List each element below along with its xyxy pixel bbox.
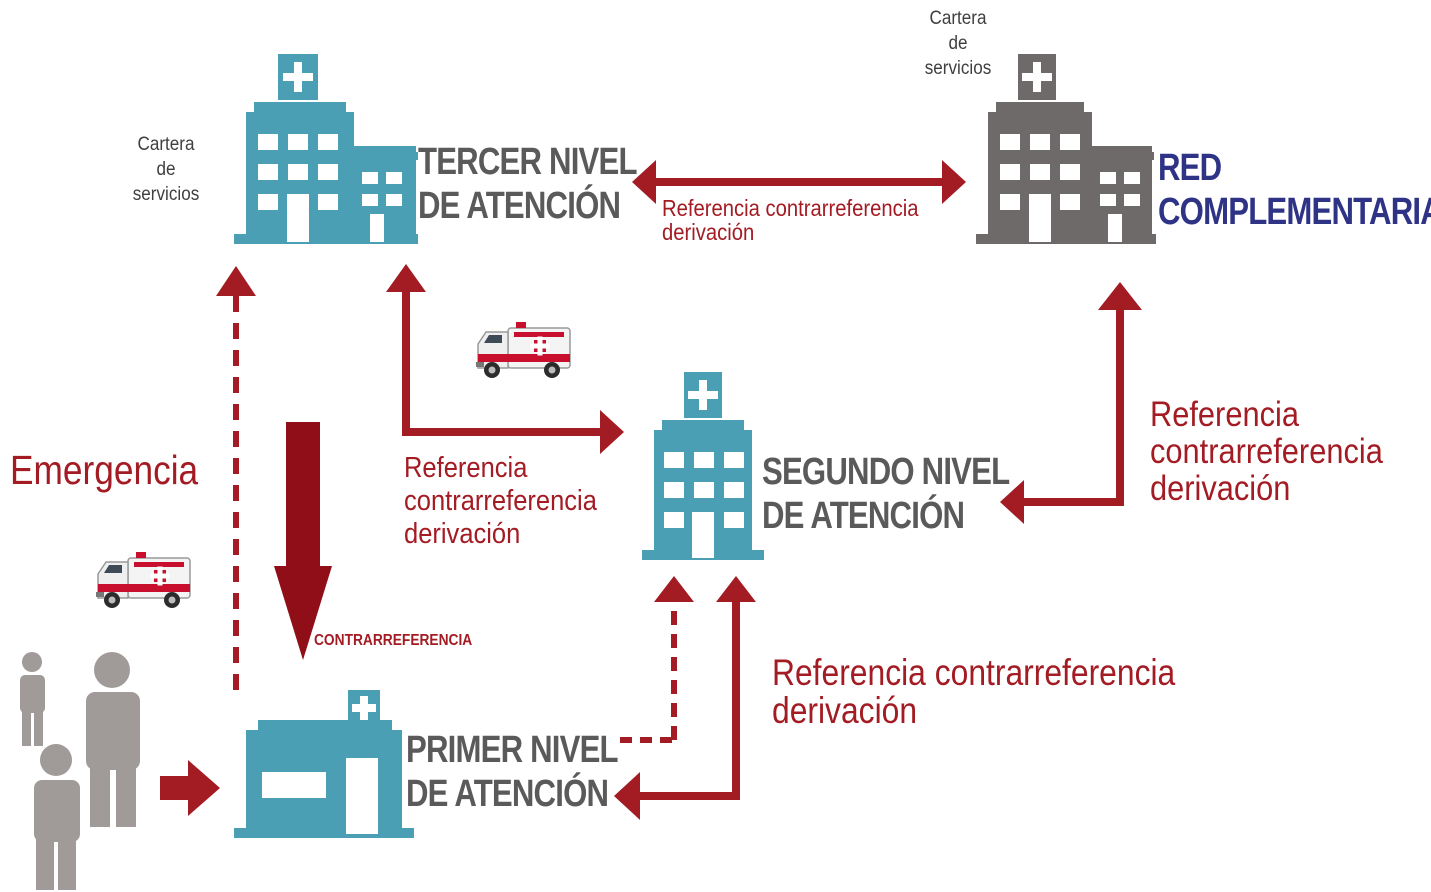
ref-line3: derivación <box>1150 469 1291 508</box>
ref-label-red-segundo: Referencia contrarreferencia derivación <box>1150 396 1383 507</box>
arrow-primer-segundo-dotted <box>620 576 694 743</box>
cartera-servicios-tercer: Cartera de servicios <box>123 132 209 207</box>
primer-nivel-line1: PRIMER NIVEL <box>406 729 619 771</box>
red-line2: COMPLEMENTARIA <box>1158 191 1431 233</box>
tercer-nivel-hospital-icon <box>234 54 418 244</box>
arrow-tercer-red <box>632 160 966 204</box>
arrow-emergencia <box>216 266 256 690</box>
cartera-servicios-red: Cartera de servicios <box>915 6 1001 81</box>
cartera-line1: Cartera <box>929 8 987 29</box>
red-line1: RED <box>1158 147 1222 189</box>
tercer-nivel-line2: DE ATENCIÓN <box>418 185 621 227</box>
segundo-nivel-line2: DE ATENCIÓN <box>762 495 965 537</box>
ref-line1: Referencia contrarreferencia <box>772 652 1176 693</box>
people-icon <box>20 652 140 890</box>
arrow-segundo-primer <box>614 576 756 820</box>
ref-label-tercer-segundo: Referencia contrarreferencia derivación <box>404 452 597 551</box>
ambulance-icon <box>475 321 571 379</box>
ref-line2: contrarreferencia <box>404 485 597 517</box>
cartera-line3: servicios <box>924 58 992 79</box>
ref-line1: Referencia contrarreferencia <box>662 195 919 221</box>
red-complementaria-hospital-icon <box>976 54 1156 244</box>
ambulance-icon <box>95 551 191 609</box>
ref-label-tercer-red: Referencia contrarreferencia derivación <box>662 196 919 244</box>
ref-line2: contrarreferencia <box>1150 432 1383 471</box>
contrarreferencia-label: CONTRARREFERENCIA <box>314 632 473 649</box>
arrow-people-primer <box>160 760 220 816</box>
cartera-line3: servicios <box>132 184 200 205</box>
segundo-nivel-hospital-icon <box>642 372 764 560</box>
tercer-nivel-title: TERCER NIVEL DE ATENCIÓN <box>418 140 638 228</box>
ref-line2: derivación <box>662 219 755 245</box>
primer-nivel-line2: DE ATENCIÓN <box>406 773 609 815</box>
primer-nivel-clinic-icon <box>234 690 414 838</box>
ref-label-primer-segundo: Referencia contrarreferencia derivación <box>772 654 1175 730</box>
tercer-nivel-line1: TERCER NIVEL <box>418 141 638 183</box>
arrow-red-segundo <box>1000 282 1142 524</box>
ref-line3: derivación <box>404 518 521 550</box>
primer-nivel-title: PRIMER NIVEL DE ATENCIÓN <box>406 728 619 816</box>
segundo-nivel-line1: SEGUNDO NIVEL <box>762 451 1010 493</box>
ref-line1: Referencia <box>1150 395 1299 434</box>
cartera-line2: de <box>156 159 176 180</box>
cartera-line2: de <box>948 33 968 54</box>
red-complementaria-title: RED COMPLEMENTARIA <box>1158 146 1431 234</box>
ref-line2: derivación <box>772 690 918 731</box>
arrow-tercer-segundo <box>386 264 624 454</box>
cartera-line1: Cartera <box>137 134 195 155</box>
emergencia-label: Emergencia <box>10 447 199 493</box>
segundo-nivel-title: SEGUNDO NIVEL DE ATENCIÓN <box>762 450 1010 538</box>
ref-line1: Referencia <box>404 452 528 484</box>
arrow-contrarreferencia <box>274 422 332 660</box>
